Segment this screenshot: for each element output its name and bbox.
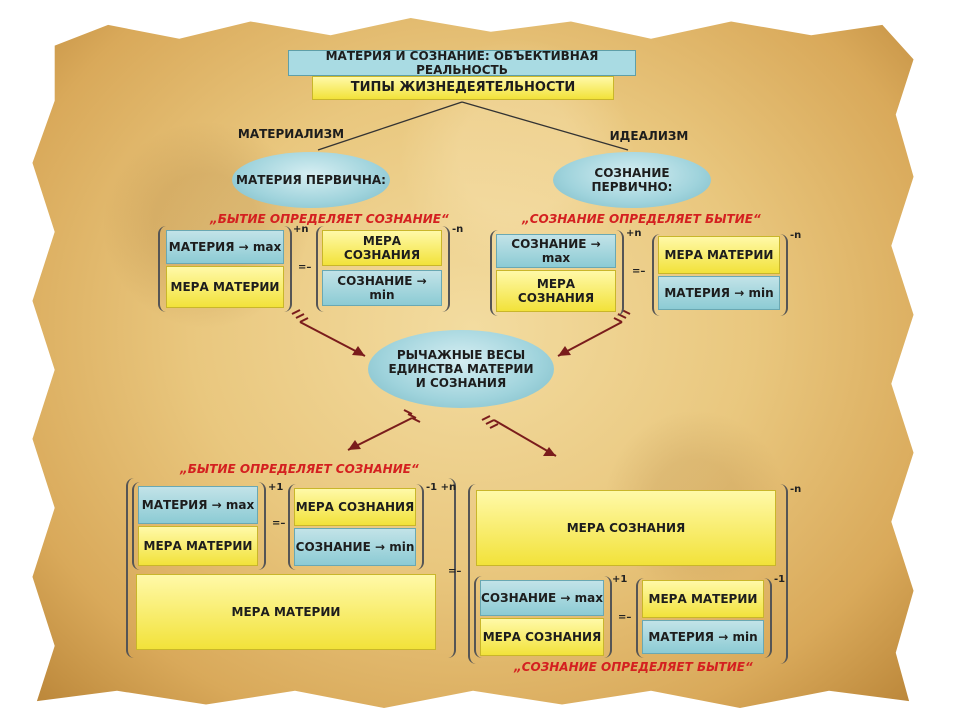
bracket bbox=[490, 230, 624, 316]
measure-matter-large: МЕРА МАТЕРИИ bbox=[136, 574, 436, 650]
bracket-outer bbox=[468, 484, 788, 664]
bracket bbox=[636, 578, 772, 658]
formula-consciousness-min: СОЗНАНИЕ → min bbox=[322, 270, 442, 306]
materialism-label: МАТЕРИАЛИЗМ bbox=[237, 127, 345, 141]
exp-plus-n: +n bbox=[626, 228, 642, 239]
bracket bbox=[158, 226, 292, 312]
quote-consciousness-determines: „СОЗНАНИЕ ОПРЕДЕЛЯЕТ БЫТИЕ“ bbox=[522, 212, 761, 226]
bracket-outer bbox=[126, 478, 456, 658]
exp-minus-n: -n bbox=[790, 230, 802, 241]
eq-sign: =– bbox=[272, 518, 286, 529]
measure-consciousness: МЕРА СОЗНАНИЯ bbox=[322, 230, 442, 266]
formula-matter-min: МАТЕРИЯ → min bbox=[642, 620, 764, 654]
ellipse-lever-scales: РЫЧАЖНЫЕ ВЕСЫ ЕДИНСТВА МАТЕРИИ И СОЗНАНИ… bbox=[368, 330, 554, 408]
header-subtitle: ТИПЫ ЖИЗНЕДЕЯТЕЛЬНОСТИ bbox=[312, 76, 614, 100]
formula-matter-min: МАТЕРИЯ → min bbox=[658, 276, 780, 310]
quote-being-determines: „БЫТИЕ ОПРЕДЕЛЯЕТ СОЗНАНИЕ“ bbox=[180, 462, 419, 476]
formula-consciousness-max: СОЗНАНИЕ → max bbox=[480, 580, 604, 616]
measure-matter: МЕРА МАТЕРИИ bbox=[642, 580, 764, 618]
measure-consciousness-large: МЕРА СОЗНАНИЯ bbox=[476, 490, 776, 566]
exp-plus-1: +1 bbox=[612, 574, 628, 585]
exp-plus-n: +n bbox=[293, 224, 309, 235]
header-title: МАТЕРИЯ И СОЗНАНИЕ: ОБЪЕКТИВНАЯ РЕАЛЬНОС… bbox=[288, 49, 636, 77]
bracket bbox=[474, 576, 612, 658]
exp-plus-1: +1 bbox=[268, 482, 284, 493]
quote-consciousness-determines: „СОЗНАНИЕ ОПРЕДЕЛЯЕТ БЫТИЕ“ bbox=[514, 660, 753, 674]
exp-minus-1: -1 bbox=[774, 574, 786, 585]
eq-sign: =– bbox=[298, 262, 312, 273]
measure-matter: МЕРА МАТЕРИИ bbox=[658, 236, 780, 274]
ellipse-matter-primary: МАТЕРИЯ ПЕРВИЧНА: bbox=[232, 152, 390, 208]
quote-being-determines: „БЫТИЕ ОПРЕДЕЛЯЕТ СОЗНАНИЕ“ bbox=[210, 212, 449, 226]
exp-minus-1-plus-n: -1 +n bbox=[426, 482, 457, 493]
measure-matter: МЕРА МАТЕРИИ bbox=[166, 266, 284, 308]
formula-matter-max: МАТЕРИЯ → max bbox=[138, 486, 258, 524]
measure-consciousness: МЕРА СОЗНАНИЯ bbox=[294, 488, 416, 526]
bracket bbox=[652, 234, 788, 316]
bracket bbox=[132, 482, 266, 570]
bracket bbox=[316, 226, 450, 312]
eq-sign: =– bbox=[618, 612, 632, 623]
exp-minus-n: -n bbox=[452, 224, 464, 235]
measure-matter: МЕРА МАТЕРИИ bbox=[138, 526, 258, 566]
formula-consciousness-min: СОЗНАНИЕ → min bbox=[294, 528, 416, 566]
eq-sign: =– bbox=[632, 266, 646, 277]
measure-consciousness: МЕРА СОЗНАНИЯ bbox=[496, 270, 616, 312]
measure-consciousness: МЕРА СОЗНАНИЯ bbox=[480, 618, 604, 656]
idealism-label: ИДЕАЛИЗМ bbox=[609, 129, 689, 143]
bracket bbox=[288, 484, 424, 570]
formula-consciousness-max: СОЗНАНИЕ → max bbox=[496, 234, 616, 268]
formula-matter-max: МАТЕРИЯ → max bbox=[166, 230, 284, 264]
exp-minus-n: -n bbox=[790, 484, 802, 495]
ellipse-consciousness-primary: СОЗНАНИЕ ПЕРВИЧНО: bbox=[553, 152, 711, 208]
eq-sign: =– bbox=[448, 566, 462, 577]
